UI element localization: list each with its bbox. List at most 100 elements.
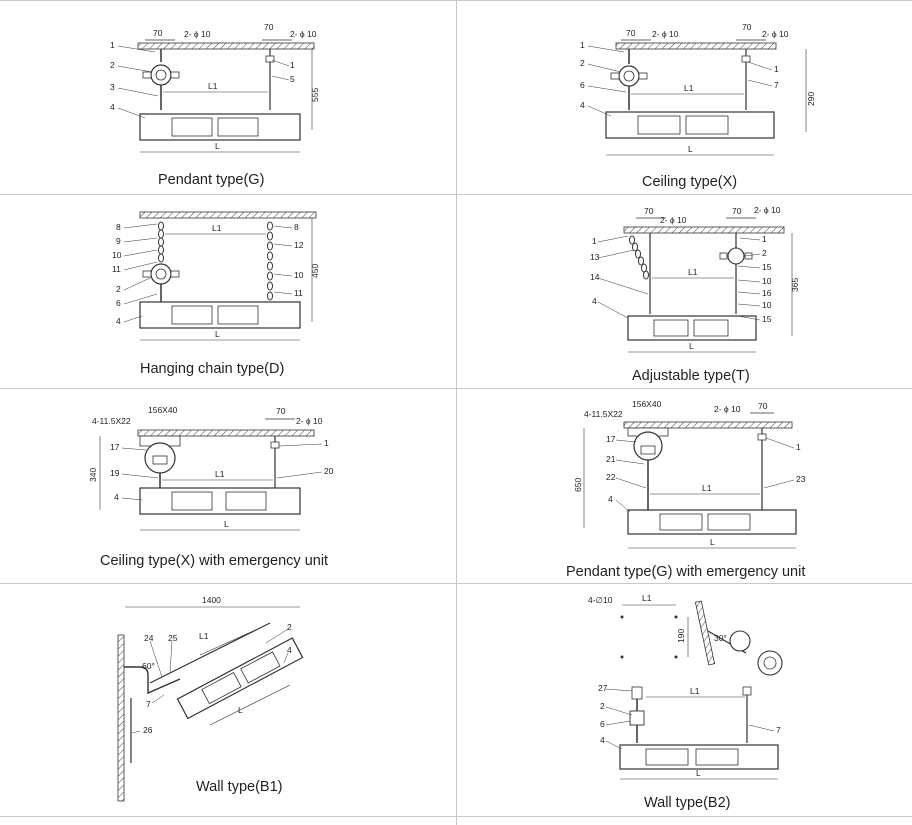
callout-label: 1	[762, 234, 767, 244]
dim-top-left: 70	[153, 28, 163, 38]
dim-height: 340	[88, 468, 98, 482]
callout-label: 14	[590, 272, 600, 282]
callout-label: 10	[112, 250, 122, 260]
light-fixture	[627, 509, 797, 535]
dim-plate: 4-11.5X22	[584, 409, 623, 419]
callout-label: 26	[143, 725, 153, 735]
dim-top-right: 70	[732, 206, 742, 216]
wall-b2-panel: 4-∅10 L1 190 30° L1 L 27 2 6 4 7 Wall ty…	[456, 583, 912, 816]
dim-hole-2: 2- ϕ 10	[754, 205, 781, 215]
wall-b1-panel: 1400 L1 L 60° 24 25 2 4 7 26 Wall type(B…	[0, 583, 456, 816]
dim-l: L	[688, 144, 693, 154]
ceiling-x-panel: 70 2- ϕ 10 70 2- ϕ 10 L1 L 290 1 2 6 4 1…	[456, 0, 912, 194]
caption-ceiling-x-emergency: Ceiling type(X) with emergency unit	[100, 553, 329, 569]
dim-holes: 4-∅10	[588, 595, 613, 605]
hanging-chain-d-drawing: L1 L 450 8 9 10 11 2 6 4 8 12 10 11	[112, 211, 320, 341]
callout-label: 4	[114, 492, 119, 502]
ceiling-bar	[623, 421, 793, 429]
pendant-g-emergency-drawing: 4-11.5X22 156X40 2- ϕ 10 70 L1 L 650 17 …	[573, 399, 806, 549]
callout-label: 2	[762, 248, 767, 258]
dim-angle: 60°	[142, 661, 155, 671]
junction-box-icon	[150, 64, 172, 86]
dim-box: 156X40	[148, 405, 178, 415]
dim-l: L	[238, 705, 243, 715]
dim-height: 365	[790, 278, 800, 292]
light-fixture	[627, 315, 757, 341]
fixture-end-icon	[757, 650, 783, 676]
callout-label: 4	[600, 735, 605, 745]
dim-l1: L1	[199, 631, 209, 641]
callout-label: 22	[606, 472, 616, 482]
callout-label: 7	[776, 725, 781, 735]
ceiling-bar	[137, 42, 315, 50]
caption-hanging-chain-d: Hanging chain type(D)	[140, 361, 285, 377]
caption-wall-b1: Wall type(B1)	[196, 779, 283, 795]
dim-l1: L1	[212, 223, 222, 233]
callout-label: 5	[290, 74, 295, 84]
callout-label: 21	[606, 454, 616, 464]
dim-hole-1: 2- ϕ 10	[652, 29, 679, 39]
dim-l1: L1	[688, 267, 698, 277]
dim-l1: L1	[690, 686, 700, 696]
callout-label: 6	[580, 80, 585, 90]
callout-label: 7	[146, 699, 151, 709]
callout-label: 1	[324, 438, 329, 448]
caption-pendant-g-emergency: Pendant type(G) with emergency unit	[566, 564, 806, 580]
dim-width: 1400	[202, 595, 221, 605]
callout-label: 6	[116, 298, 121, 308]
chain-icon	[158, 221, 164, 263]
dim-l: L	[710, 537, 715, 547]
lamp-guard	[171, 117, 213, 137]
callout-label: 20	[324, 466, 334, 476]
dim-l: L	[215, 329, 220, 339]
callout-label: 1	[110, 40, 115, 50]
callout-label: 2	[600, 701, 605, 711]
ceiling-x-emergency-panel: 4-11.5X22 156X40 70 2- ϕ 10 L1 L 340 17 …	[0, 388, 456, 583]
junction-box-icon	[618, 65, 640, 87]
ceiling-bar	[615, 42, 777, 50]
callout-label: 9	[116, 236, 121, 246]
lamp-guard	[217, 117, 259, 137]
dim-height: 290	[806, 92, 816, 106]
dim-l: L	[215, 141, 220, 151]
callout-label: 10	[294, 270, 304, 280]
callout-label: 17	[110, 442, 120, 452]
caption-ceiling-x: Ceiling type(X)	[642, 174, 738, 190]
callout-label: 12	[294, 240, 304, 250]
callout-label: 7	[774, 80, 779, 90]
junction-box-icon	[727, 247, 745, 265]
dim-plate: 4-11.5X22	[92, 416, 131, 426]
dim-height: 555	[310, 88, 320, 102]
callout-label: 17	[606, 434, 616, 444]
junction-box-icon	[629, 710, 645, 726]
dim-top-left: 70	[626, 28, 636, 38]
dim-l: L	[224, 519, 229, 529]
callout-label: 1	[796, 442, 801, 452]
wall-b1-drawing: 1400 L1 L 60° 24 25 2 4 7 26	[117, 595, 304, 802]
dim-hole-2: 2- ϕ 10	[290, 29, 317, 39]
callout-label: 3	[110, 82, 115, 92]
grid-column-line	[456, 0, 457, 825]
callout-label: 8	[294, 222, 299, 232]
callout-label: 4	[287, 645, 292, 655]
dim-top-right: 70	[742, 22, 752, 32]
dim-height: 450	[310, 264, 320, 278]
junction-box-icon	[150, 263, 172, 285]
caption-pendant-g: Pendant type(G)	[158, 172, 265, 188]
pendant-g-panel: 70 2- ϕ 10 70 2- ϕ 10 L1 L 555 1 2 3 4 1…	[0, 0, 456, 194]
dim-top-l1: L1	[642, 593, 652, 603]
callout-label: 6	[600, 719, 605, 729]
chain-icon	[267, 221, 273, 301]
pendant-g-emergency-panel: 4-11.5X22 156X40 2- ϕ 10 70 L1 L 650 17 …	[456, 388, 912, 583]
callout-label: 24	[144, 633, 154, 643]
rod-clamp	[265, 55, 275, 63]
callout-label: 27	[598, 683, 608, 693]
hanging-chain-d-panel: L1 L 450 8 9 10 11 2 6 4 8 12 10 11 Hang…	[0, 194, 456, 388]
callout-label: 10	[762, 300, 772, 310]
dim-height: 650	[573, 478, 583, 492]
chain-icon	[629, 235, 649, 280]
wall	[117, 634, 125, 802]
dim-hole: 2- ϕ 10	[296, 416, 323, 426]
light-fixture	[176, 637, 304, 720]
callout-label: 4	[608, 494, 613, 504]
